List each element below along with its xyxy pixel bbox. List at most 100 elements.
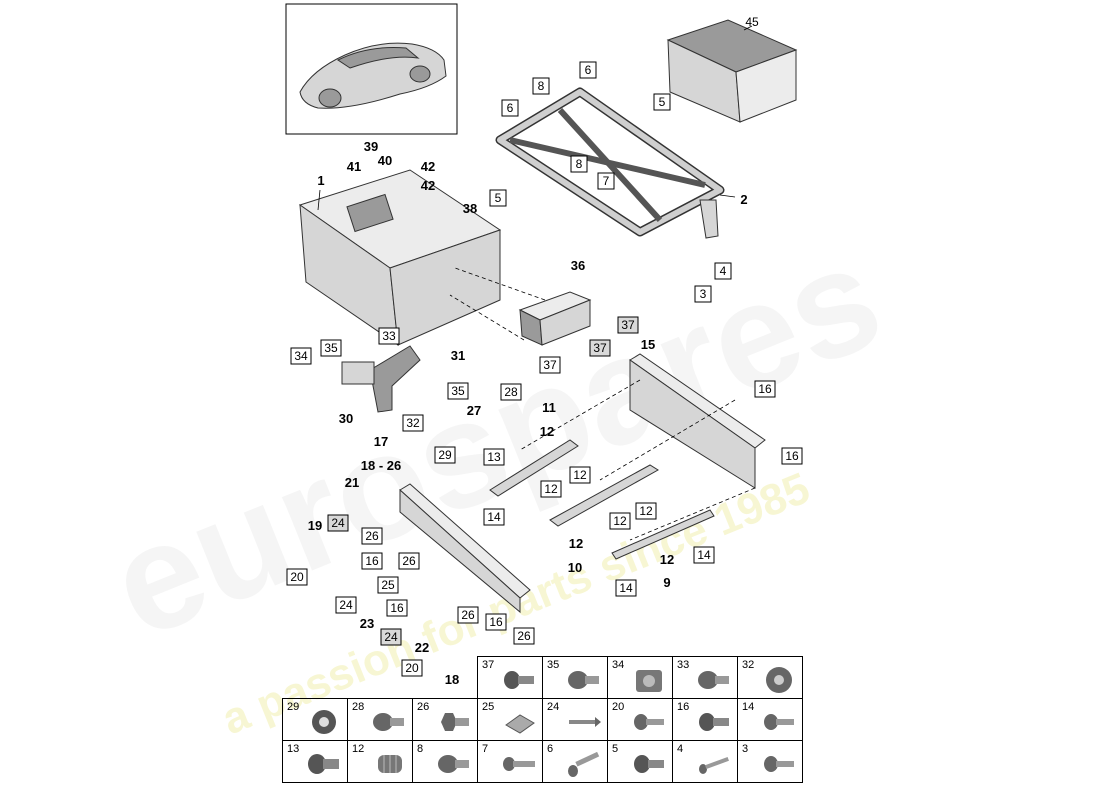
- callout-text: 24: [339, 598, 353, 612]
- callout-text: 5: [659, 95, 666, 109]
- screw-icon: [634, 714, 664, 730]
- part-number: 35: [547, 659, 560, 671]
- callout-box: [609, 512, 631, 530]
- callout-box: [447, 382, 469, 400]
- callout-box: [615, 579, 637, 597]
- callout-24: 24: [380, 628, 402, 646]
- callout-box: [377, 576, 399, 594]
- callout-42: 42: [421, 178, 435, 193]
- part-number: 8: [417, 743, 424, 755]
- flange-nut-icon: [766, 667, 792, 693]
- callout-37: 37: [589, 339, 611, 357]
- callout-text: 11: [542, 400, 556, 415]
- callout-8: 8: [532, 77, 550, 95]
- callout-text: 26: [365, 529, 379, 543]
- rivet-icon: [569, 717, 601, 727]
- callout-text: 20: [290, 570, 304, 584]
- callout-21: 21: [345, 475, 359, 490]
- battery-module-1: [298, 169, 502, 347]
- callout-35: 35: [320, 339, 342, 357]
- callout-box: [540, 480, 562, 498]
- callout-26: 26: [361, 527, 383, 545]
- callout-45: 45: [745, 15, 759, 29]
- callout-text: 4: [720, 264, 727, 278]
- callout-18: 18: [445, 672, 459, 687]
- callout-18-26: 18 - 26: [361, 458, 401, 473]
- part-cell-35: 35: [542, 656, 608, 699]
- callout-text: 12: [540, 424, 554, 439]
- callout-box: [589, 339, 611, 357]
- callout-text: 21: [345, 475, 359, 490]
- callout-text: 25: [381, 578, 395, 592]
- support-frame-2: [495, 87, 725, 239]
- callout-text: 33: [382, 329, 396, 343]
- part-cell-28: 28: [347, 698, 413, 741]
- callout-text: 24: [331, 516, 345, 530]
- callout-37: 37: [617, 316, 639, 334]
- callout-24: 24: [335, 596, 357, 614]
- part-number: 12: [352, 743, 365, 755]
- callout-text: 18: [445, 672, 459, 687]
- callout-text: 7: [603, 174, 610, 188]
- callout-text: 12: [569, 536, 583, 551]
- callout-text: 23: [360, 616, 374, 631]
- part-cell-5: 5: [607, 740, 673, 783]
- callout-box: [635, 502, 657, 520]
- callout-box: [290, 347, 312, 365]
- callout-box: [457, 606, 479, 624]
- callout-6: 6: [501, 99, 519, 117]
- callout-text: 28: [504, 385, 518, 399]
- part-number: 34: [612, 659, 625, 671]
- callout-text: 1: [317, 173, 324, 188]
- callout-20: 20: [401, 659, 423, 677]
- callout-16: 16: [361, 552, 383, 570]
- callout-box: [401, 659, 423, 677]
- callout-text: 37: [543, 358, 557, 372]
- part-number: 24: [547, 701, 560, 713]
- cage-nut-icon: [636, 670, 662, 692]
- callout-1: 1: [317, 173, 324, 188]
- callout-box: [361, 527, 383, 545]
- callout-35: 35: [447, 382, 469, 400]
- part-number: 37: [482, 659, 495, 671]
- part-number: 25: [482, 701, 495, 713]
- callout-box: [513, 627, 535, 645]
- long-bolt-icon: [568, 751, 600, 777]
- callout-6: 6: [579, 61, 597, 79]
- callout-box: [380, 628, 402, 646]
- callout-text: 12: [639, 504, 653, 518]
- callout-30: 30: [339, 411, 353, 426]
- callout-3: 3: [694, 285, 712, 303]
- callout-text: 45: [745, 15, 759, 29]
- callout-box: [483, 508, 505, 526]
- callout-20: 20: [286, 568, 308, 586]
- callout-text: 6: [507, 101, 514, 115]
- part-cell-12: 12: [347, 740, 413, 783]
- part-number: 28: [352, 701, 365, 713]
- callout-text: 2: [740, 192, 747, 207]
- callout-text: 40: [378, 153, 392, 168]
- callout-text: 18 - 26: [361, 458, 401, 473]
- callout-box: [386, 599, 408, 617]
- callout-text: 12: [573, 468, 587, 482]
- part-cell-8: 8: [412, 740, 478, 783]
- callout-5: 5: [653, 93, 671, 111]
- callout-text: 30: [339, 411, 353, 426]
- callout-text: 24: [384, 630, 398, 644]
- callout-box: [539, 356, 561, 374]
- callout-box: [597, 172, 615, 190]
- callout-text: 12: [544, 482, 558, 496]
- callout-box: [617, 316, 639, 334]
- callout-15: 15: [641, 337, 655, 352]
- part-number: 3: [742, 743, 749, 755]
- callout-text: 37: [593, 341, 607, 355]
- callout-38: 38: [463, 201, 477, 216]
- callout-22: 22: [415, 640, 429, 655]
- callout-text: 22: [415, 640, 429, 655]
- callout-29: 29: [434, 446, 456, 464]
- callout-39: 39: [364, 139, 378, 154]
- callout-25: 25: [377, 576, 399, 594]
- part-cell-16: 16: [672, 698, 738, 741]
- callout-text: 16: [785, 449, 799, 463]
